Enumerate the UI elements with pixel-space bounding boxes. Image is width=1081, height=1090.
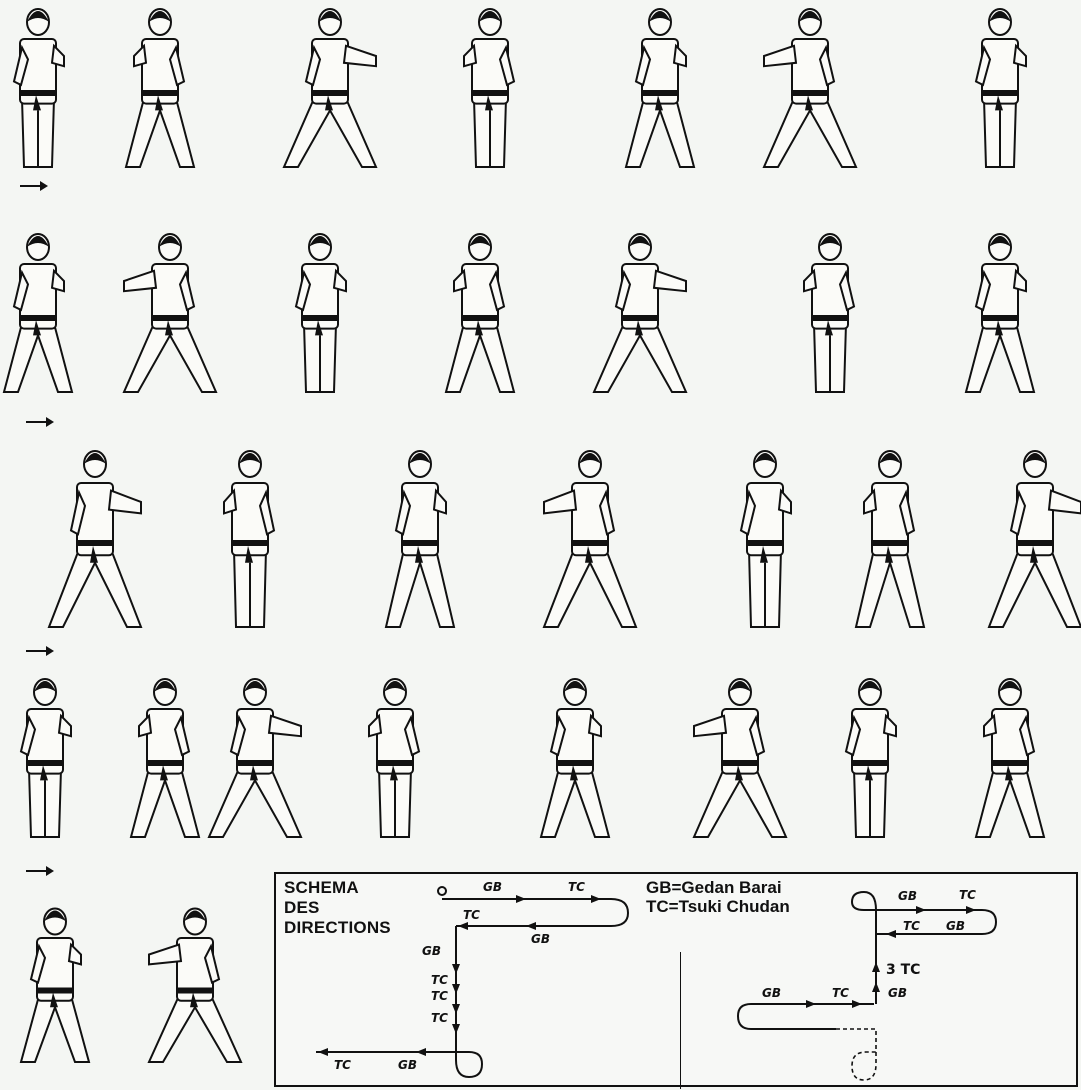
row-2-direction-arrow xyxy=(26,421,52,423)
black-belt xyxy=(1017,540,1053,546)
right-label-top-tc: TC xyxy=(959,888,976,902)
karate-figure-1 xyxy=(0,5,93,175)
right-label-top-gb: GB xyxy=(898,889,917,903)
right-path-diagram xyxy=(276,874,1076,1085)
karate-figure-12 xyxy=(585,230,695,400)
right-label-mid-tc: TC xyxy=(903,919,920,933)
karate-figure-31 xyxy=(140,905,250,1070)
black-belt xyxy=(872,540,908,546)
right-label-vertical-gb: GB xyxy=(888,986,907,1000)
karate-figure-16 xyxy=(195,445,305,635)
karate-figure-20 xyxy=(835,445,945,635)
black-belt xyxy=(152,315,188,321)
karate-figure-27 xyxy=(685,675,795,845)
black-belt xyxy=(812,315,848,321)
black-belt xyxy=(992,760,1028,766)
karate-figure-14 xyxy=(945,230,1055,400)
black-belt xyxy=(852,760,888,766)
karate-figure-24 xyxy=(200,675,310,845)
karate-figure-2 xyxy=(105,5,215,175)
black-belt xyxy=(20,90,56,96)
karate-figure-4 xyxy=(435,5,545,175)
black-belt xyxy=(722,760,758,766)
right-label-bottom-tc: TC xyxy=(832,986,849,1000)
right-dashed-path xyxy=(836,1029,876,1080)
karate-figure-8 xyxy=(0,230,93,400)
black-belt xyxy=(302,315,338,321)
black-belt xyxy=(792,90,828,96)
black-belt xyxy=(557,760,593,766)
black-belt xyxy=(402,540,438,546)
karate-figure-19 xyxy=(710,445,820,635)
karate-figure-13 xyxy=(775,230,885,400)
black-belt xyxy=(232,540,268,546)
row-3-direction-arrow xyxy=(26,650,52,652)
karate-figure-28 xyxy=(815,675,925,845)
karate-figure-11 xyxy=(425,230,535,400)
right-label-three-tc: 3 TC xyxy=(886,962,920,978)
karate-figure-7 xyxy=(945,5,1055,175)
black-belt xyxy=(77,540,113,546)
row-1-direction-arrow xyxy=(20,185,46,187)
right-label-mid-gb: GB xyxy=(946,919,965,933)
black-belt xyxy=(147,760,183,766)
karate-figure-18 xyxy=(535,445,645,635)
karate-figure-22 xyxy=(0,675,100,845)
black-belt xyxy=(177,988,213,994)
black-belt xyxy=(377,760,413,766)
karate-figure-30 xyxy=(0,905,110,1070)
black-belt xyxy=(572,540,608,546)
black-belt xyxy=(747,540,783,546)
black-belt xyxy=(37,988,73,994)
row-4-direction-arrow xyxy=(26,870,52,872)
black-belt xyxy=(462,315,498,321)
karate-figure-9 xyxy=(115,230,225,400)
karate-figure-17 xyxy=(365,445,475,635)
black-belt xyxy=(237,760,273,766)
black-belt xyxy=(642,90,678,96)
black-belt xyxy=(142,90,178,96)
karate-figure-15 xyxy=(40,445,150,635)
karate-figure-10 xyxy=(265,230,375,400)
karate-figure-29 xyxy=(955,675,1065,845)
black-belt xyxy=(27,760,63,766)
black-belt xyxy=(472,90,508,96)
karate-figure-25 xyxy=(340,675,450,845)
karate-figure-5 xyxy=(605,5,715,175)
direction-schema-box: SCHEMA DES DIRECTIONS GB=Gedan Barai TC=… xyxy=(274,872,1078,1087)
karate-figure-21 xyxy=(980,445,1081,635)
black-belt xyxy=(20,315,56,321)
black-belt xyxy=(312,90,348,96)
karate-figure-6 xyxy=(755,5,865,175)
black-belt xyxy=(982,90,1018,96)
right-label-bottom-gb: GB xyxy=(762,986,781,1000)
karate-figure-26 xyxy=(520,675,630,845)
black-belt xyxy=(982,315,1018,321)
black-belt xyxy=(622,315,658,321)
right-top-loop-path xyxy=(852,892,996,1004)
karate-figure-3 xyxy=(275,5,385,175)
